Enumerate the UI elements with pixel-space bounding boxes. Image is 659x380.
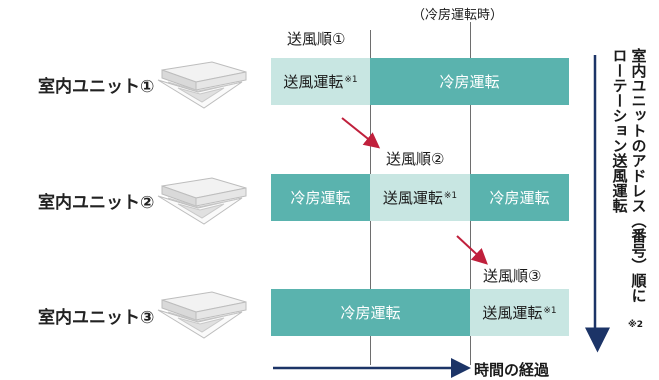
unit-label-2: 室内ユニット②	[38, 193, 155, 213]
row1-cooling-segment: 冷房運転	[370, 58, 569, 105]
segment-text: 冷房運転	[290, 189, 351, 207]
side-text-address-order: 室内ユニットのアドレス（番号）順に	[629, 48, 648, 303]
segment-text: 送風運転	[382, 189, 443, 207]
arrow-to-row3	[456, 235, 488, 265]
row1-fan-segment: 送風運転※1	[271, 58, 370, 105]
unit-label-1: 室内ユニット①	[38, 77, 155, 97]
row2-fan-segment: 送風運転※1	[370, 174, 470, 221]
segment-text: 冷房運転	[489, 189, 550, 207]
side-footnote-mark: ※2	[628, 320, 644, 330]
row3-cooling-segment: 冷房運転	[271, 289, 470, 336]
footnote-mark: ※1	[443, 190, 458, 201]
order-label-3: 送風順③	[483, 267, 542, 285]
row2-cooling-segment-2: 冷房運転	[470, 174, 569, 221]
order-label-2: 送風順②	[386, 150, 445, 168]
footnote-mark: ※1	[543, 305, 557, 316]
indoor-unit-1-icon	[157, 61, 247, 109]
footnote-mark: ※1	[344, 74, 358, 85]
segment-text: 冷房運転	[340, 304, 401, 322]
segment-text: 冷房運転	[439, 73, 500, 91]
order-label-1: 送風順①	[287, 30, 346, 48]
segment-text: 送風運転	[482, 304, 543, 322]
row2-cooling-segment-1: 冷房運転	[271, 174, 370, 221]
arrow-to-row2	[341, 117, 381, 149]
row3-fan-segment: 送風運転※1	[470, 289, 569, 336]
segment-text: 送風運転	[283, 73, 344, 91]
unit-label-3: 室内ユニット③	[38, 308, 155, 328]
side-text-rotation-fan: ローテーション送風運転	[610, 48, 629, 213]
indoor-unit-3-icon	[157, 291, 247, 339]
cooling-mode-time-label: （冷房運転時）	[412, 8, 504, 23]
time-elapsed-label: 時間の経過	[474, 361, 550, 379]
indoor-unit-2-icon	[157, 177, 247, 225]
